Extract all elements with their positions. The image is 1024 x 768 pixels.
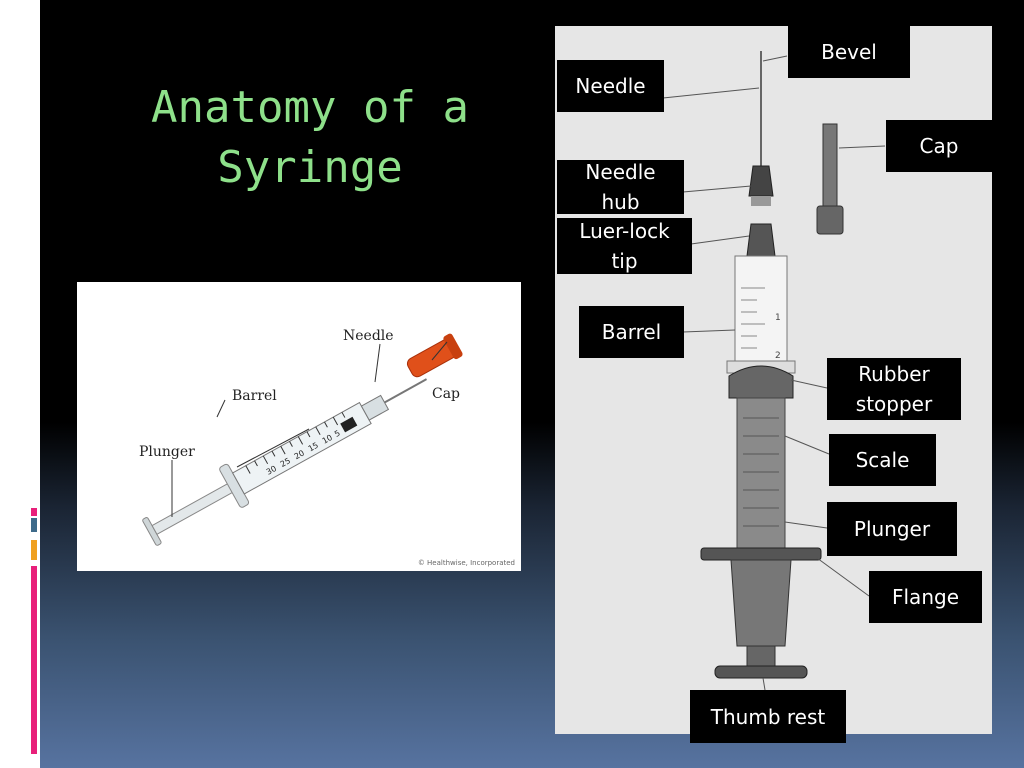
- photo-scale-mark: 15: [307, 441, 320, 454]
- callout-needle-hub: Needle hub: [557, 160, 684, 214]
- syringe-photo: 5 10 15 20 25 30 Needle Cap Barrel Plung…: [77, 282, 521, 571]
- callout-cap: Cap: [886, 120, 992, 172]
- photo-credit: © Healthwise, Incorporated: [417, 559, 515, 567]
- accent-bar-pink: [31, 508, 37, 516]
- photo-barrel-label: Barrel: [232, 388, 277, 404]
- callout-plunger: Plunger: [827, 502, 957, 556]
- accent-bar-blue: [31, 518, 37, 532]
- diagram-scale-number: 1: [775, 313, 781, 323]
- photo-scale-mark: 5: [333, 429, 342, 439]
- callout-thumb-rest: Thumb rest: [690, 690, 846, 743]
- photo-plunger-label: Plunger: [139, 444, 195, 460]
- callout-barrel: Barrel: [579, 306, 684, 358]
- callout-scale: Scale: [829, 434, 936, 486]
- photo-needle-label: Needle: [343, 328, 394, 344]
- accent-bar-pink-long: [31, 566, 37, 754]
- callout-luer-lock-tip: Luer-lock tip: [557, 218, 692, 274]
- callout-flange: Flange: [869, 571, 982, 623]
- callout-rubber-stopper: Rubber stopper: [827, 358, 961, 420]
- accent-bar-orange: [31, 540, 37, 560]
- diagram-scale-number: 2: [775, 351, 781, 361]
- callout-needle: Needle: [557, 60, 664, 112]
- syringe-diagram-illustration: 1 2 3 4 5: [662, 51, 886, 691]
- slide-title: Anatomy of a Syringe: [151, 82, 469, 193]
- syringe-diagram: 1 2 3 4 5: [555, 26, 992, 743]
- photo-scale-mark: 30: [265, 464, 278, 477]
- syringe-photo-illustration: 5 10 15 20 25 30 Needle Cap Barrel Plung…: [139, 328, 463, 546]
- callout-bevel: Bevel: [788, 26, 910, 78]
- photo-scale-mark: 25: [279, 456, 292, 469]
- photo-cap-label: Cap: [432, 386, 460, 402]
- photo-scale-mark: 10: [321, 433, 334, 446]
- photo-scale-mark: 20: [293, 448, 306, 461]
